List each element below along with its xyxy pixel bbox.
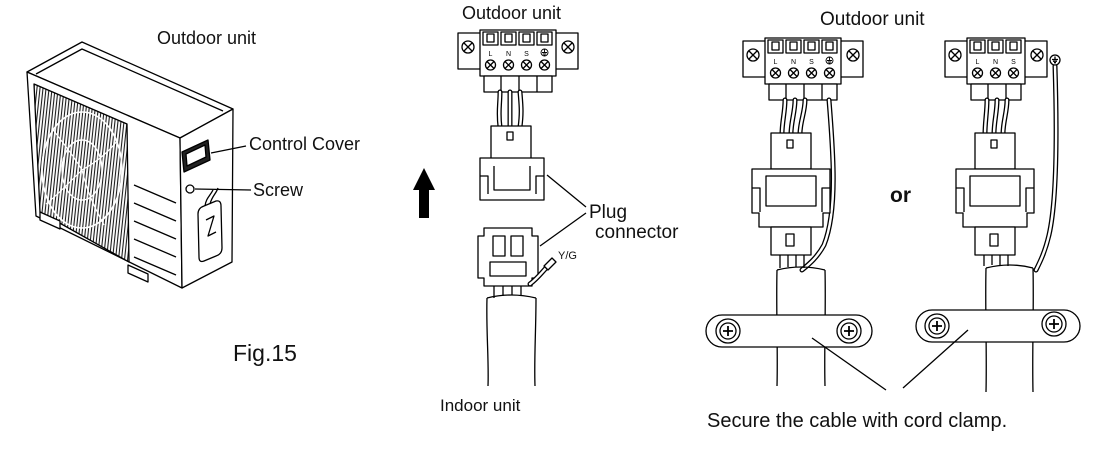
mounting-screw-icon [561, 40, 575, 54]
terminal-block-three-pole: L N S [944, 37, 1048, 101]
unit-foot-left [39, 211, 61, 230]
yg-label: Y/G [558, 250, 577, 262]
mounting-screw-icon [746, 48, 760, 62]
mounting-screw-icon [846, 48, 860, 62]
cord-clamp-caption: Secure the cable with cord clamp. [707, 410, 1007, 432]
terminal-label-n: N [791, 59, 796, 66]
outdoor-wires [779, 97, 836, 273]
plug-connector-female [479, 125, 545, 201]
plug-connector-label-line1: Plug [589, 202, 627, 223]
ground-symbol-icon [540, 48, 549, 57]
control-cover-leader [210, 145, 247, 154]
screw-label: Screw [253, 180, 304, 200]
or-label: or [890, 184, 911, 207]
cord-clamp [705, 314, 873, 348]
terminal-label-l: L [774, 59, 778, 66]
fan-blades [45, 127, 119, 226]
mounting-screw-icon [948, 48, 962, 62]
terminal-block: L N S [457, 29, 579, 93]
right-panel: Outdoor unit L N S [705, 9, 1081, 432]
terminal-label-n: N [506, 51, 511, 58]
ground-terminal-icon [1049, 54, 1061, 66]
outdoor-unit-title: Outdoor unit [820, 9, 925, 30]
control-cover-label: Control Cover [249, 134, 360, 154]
caption-leader-right [902, 329, 969, 389]
unit-side-face [179, 108, 234, 289]
mounting-screw-icon [1030, 48, 1044, 62]
left-panel: Outdoor unit Co [26, 28, 360, 366]
clamp-screw-icon [1041, 311, 1067, 337]
terminal-label-l: L [976, 59, 980, 66]
plug-connector-male [477, 227, 539, 287]
indoor-unit-label: Indoor unit [440, 396, 521, 415]
outdoor-unit-title: Outdoor unit [157, 28, 256, 48]
terminal-label-l: L [489, 51, 493, 58]
outdoor-unit-title: Outdoor unit [462, 3, 561, 23]
outdoor-wires [496, 89, 524, 130]
cord-clamp [915, 309, 1081, 343]
yg-wire [527, 257, 557, 287]
middle-panel: Outdoor unit L N S [413, 3, 679, 415]
terminal-label-s: S [524, 51, 529, 58]
terminal-block-with-ground: L N S [742, 37, 864, 101]
terminal-label-n: N [993, 59, 998, 66]
front-louvers [133, 184, 177, 276]
indoor-cable [486, 286, 537, 387]
clamp-screw-icon [715, 318, 741, 344]
outdoor-wires [982, 63, 1059, 273]
screw-icon [185, 184, 195, 194]
terminal-label-s: S [1011, 59, 1016, 66]
figure-label: Fig.15 [233, 340, 297, 366]
ground-symbol-icon [825, 56, 834, 65]
fan-guard-inner-ring [61, 139, 103, 201]
up-arrow-icon [413, 168, 435, 218]
terminal-label-s: S [809, 59, 814, 66]
caption-leader-left [811, 337, 887, 391]
plug-connector-label-line2: connector [595, 222, 679, 243]
plug-leader-upper [546, 174, 587, 208]
plug-leader-lower [539, 212, 587, 247]
plug-connector [751, 132, 831, 268]
clamp-screw-icon [836, 318, 862, 344]
fan-guard-ring [41, 111, 123, 229]
screw-leader [194, 188, 252, 191]
mounting-screw-icon [461, 40, 475, 54]
clamp-screw-icon [924, 313, 950, 339]
unit-top-rim [35, 48, 224, 112]
unit-foot-right [127, 264, 149, 283]
control-cover-face [185, 144, 207, 167]
plug-connector [955, 132, 1035, 266]
outdoor-unit-illustration [26, 41, 234, 289]
